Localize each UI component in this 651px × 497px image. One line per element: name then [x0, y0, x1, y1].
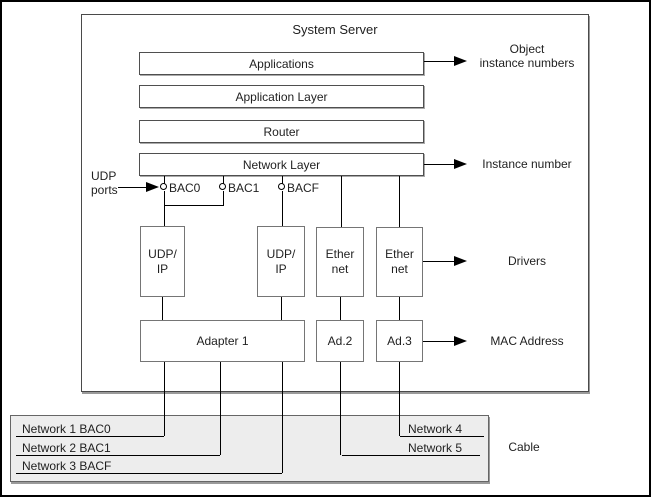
port-label-bac1: BAC1 — [228, 181, 260, 195]
arrow-right-icon — [454, 159, 467, 169]
connector-line — [162, 297, 163, 320]
annotation-object-line1: Object — [509, 42, 545, 56]
driver-box-ethernet-1: Ether net — [316, 227, 364, 297]
driver-box-text: Ether — [385, 247, 414, 261]
connector-line — [399, 297, 400, 320]
driver-box-text: IP — [156, 261, 169, 276]
port-label-bac0: BAC0 — [169, 181, 201, 195]
connector-line — [282, 362, 283, 473]
driver-box-udpip-2: UDP/ IP — [257, 226, 305, 297]
driver-box-text: net — [391, 262, 408, 276]
network-line-5 — [342, 455, 480, 456]
layer-box-router: Router — [139, 120, 424, 143]
layer-box-application-layer: Application Layer — [139, 85, 424, 108]
arrow-line-mac — [423, 341, 454, 342]
cable-label: Cable — [508, 440, 540, 454]
driver-box-text: UDP/ — [266, 246, 296, 261]
udp-ports-label-line1: UDP — [91, 169, 117, 183]
connector-line — [164, 205, 224, 206]
network-label-2: Network 2 BAC1 — [22, 441, 111, 455]
adapter-label: Adapter 1 — [196, 333, 249, 348]
adapter-box-3: Ad.3 — [376, 320, 423, 362]
network-line-3 — [16, 473, 282, 474]
adapter-box-2: Ad.2 — [316, 320, 364, 362]
udp-port-node-bac0 — [160, 183, 167, 190]
driver-box-udpip-1: UDP/ IP — [140, 226, 185, 297]
arrow-line-drivers — [423, 261, 454, 262]
arrow-line-object — [424, 61, 454, 62]
connector-line — [223, 176, 224, 184]
network-line-1 — [16, 436, 164, 437]
layer-label-router: Router — [263, 124, 300, 139]
connector-line — [341, 176, 342, 227]
arrow-line-instance — [424, 164, 454, 165]
arrow-right-icon — [454, 56, 467, 66]
connector-line — [340, 362, 341, 455]
network-label-4: Network 4 — [407, 422, 463, 436]
udp-port-node-bacf — [278, 183, 285, 190]
layer-box-network-layer: Network Layer — [139, 153, 424, 176]
layer-label-applications: Applications — [249, 56, 314, 71]
connector-line — [220, 362, 221, 455]
network-label-5: Network 5 — [407, 441, 463, 455]
adapter-label: Ad.2 — [327, 333, 353, 348]
layer-box-applications: Applications — [139, 52, 424, 75]
network-label-3: Network 3 BACF — [22, 459, 112, 473]
annotation-instance-number: Instance number — [482, 157, 572, 171]
network-label-1: Network 1 BAC0 — [22, 422, 111, 436]
connector-line — [340, 297, 341, 320]
connector-line — [399, 362, 400, 436]
driver-box-text: net — [331, 262, 349, 276]
connector-line — [281, 297, 282, 320]
connector-line — [164, 176, 165, 184]
annotation-object-line2: instance numbers — [479, 56, 575, 70]
system-server-title: System Server — [292, 22, 378, 37]
arrow-right-icon — [146, 182, 159, 192]
driver-box-ethernet-2: Ether net — [376, 227, 423, 297]
driver-box-text: UDP/ — [148, 246, 177, 261]
layer-label-network-layer: Network Layer — [242, 157, 321, 172]
udp-ports-label: UDP ports — [91, 169, 118, 197]
udp-ports-label-line2: ports — [91, 183, 118, 197]
arrow-right-icon — [454, 336, 467, 346]
udp-port-node-bac1 — [219, 183, 226, 190]
connector-line — [164, 362, 165, 436]
arrow-right-icon — [454, 256, 467, 266]
udp-arrow-line — [118, 187, 146, 188]
annotation-drivers: Drivers — [508, 254, 546, 268]
connector-line — [223, 191, 224, 205]
adapter-box-1: Adapter 1 — [140, 320, 305, 362]
cable-box — [10, 415, 489, 482]
network-line-4 — [400, 436, 484, 437]
connector-line — [164, 191, 165, 226]
network-line-2 — [16, 455, 220, 456]
layer-label-application-layer: Application Layer — [235, 89, 328, 104]
connector-line — [282, 191, 283, 226]
port-label-bacf: BACF — [287, 181, 320, 195]
adapter-label: Ad.3 — [387, 333, 412, 348]
connector-line — [399, 176, 400, 227]
driver-box-text: Ether — [325, 247, 355, 261]
driver-box-text: IP — [275, 261, 287, 276]
annotation-mac-address: MAC Address — [490, 334, 564, 348]
connector-line — [282, 176, 283, 184]
